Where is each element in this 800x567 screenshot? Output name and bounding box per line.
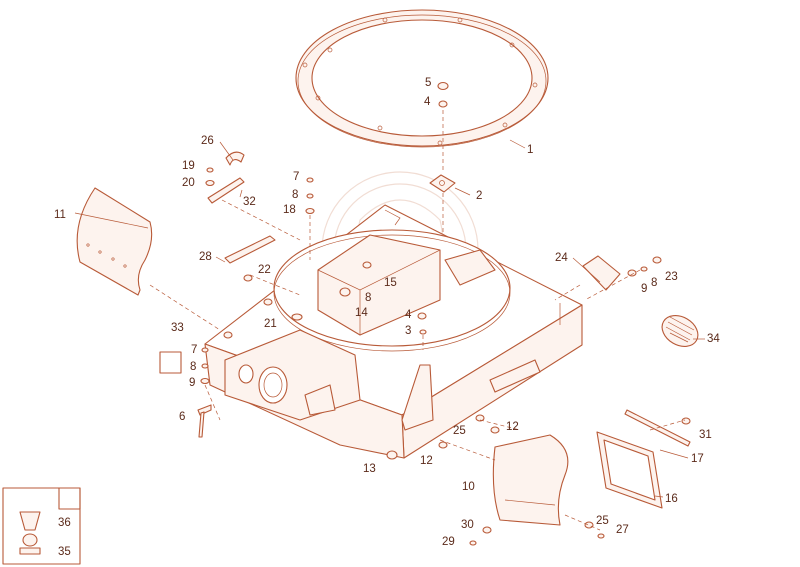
callout-leaders (74, 139, 705, 498)
label-23: 23 (665, 271, 678, 283)
label-3: 3 (405, 325, 411, 337)
part-pin (197, 404, 212, 438)
label-9: 9 (189, 377, 195, 389)
label-12: 12 (420, 455, 433, 467)
label-10: 10 (462, 481, 475, 493)
label-17: 17 (691, 453, 704, 465)
part-long-bar (224, 235, 276, 264)
part-frame-rect (596, 431, 663, 509)
part-chain-plate (207, 177, 245, 204)
label-31: 31 (699, 429, 712, 441)
label-22: 22 (258, 264, 271, 276)
part-grille (661, 315, 699, 347)
label-16: 16 (665, 493, 678, 505)
label-36: 36 (58, 517, 71, 529)
label-7: 7 (191, 344, 197, 356)
label-8: 8 (190, 361, 196, 373)
label-14: 14 (355, 307, 368, 319)
assembly-guides (149, 110, 686, 531)
label-19: 19 (182, 160, 195, 172)
label-28: 28 (199, 251, 212, 263)
label-9: 9 (641, 283, 647, 295)
label-27: 27 (616, 524, 629, 536)
label-35: 35 (58, 546, 71, 558)
part-base-frame (204, 204, 583, 459)
label-6: 6 (179, 411, 185, 423)
part-cap (225, 151, 245, 166)
part-nut-washer-top (437, 81, 449, 108)
callout-labels: 1 2 3 4 4 5 6 7 7 8 8 8 8 9 9 10 11 12 1… (54, 77, 720, 558)
label-21: 21 (264, 318, 277, 330)
label-4: 4 (424, 96, 431, 108)
part-cover-left (76, 187, 153, 296)
part-small-plate (582, 255, 621, 291)
part-ring (295, 9, 549, 148)
label-26: 26 (201, 135, 214, 147)
label-12: 12 (506, 421, 519, 433)
label-32: 32 (243, 196, 256, 208)
label-33: 33 (171, 322, 184, 334)
label-15: 15 (384, 277, 397, 289)
part-cover-front (492, 434, 569, 526)
label-8: 8 (292, 189, 298, 201)
label-11: 11 (54, 209, 66, 221)
label-4: 4 (405, 309, 412, 321)
label-1: 1 (527, 144, 533, 156)
label-8: 8 (365, 292, 371, 304)
label-13: 13 (363, 463, 376, 475)
label-20: 20 (182, 177, 195, 189)
label-7: 7 (293, 171, 299, 183)
label-5: 5 (425, 77, 431, 89)
label-29: 29 (442, 536, 455, 548)
label-8: 8 (651, 277, 657, 289)
inset-square (159, 351, 182, 374)
label-25: 25 (596, 515, 609, 527)
label-24: 24 (555, 252, 568, 264)
label-34: 34 (707, 333, 720, 345)
label-2: 2 (476, 190, 482, 202)
inset-box (2, 487, 81, 565)
label-25: 25 (453, 425, 466, 437)
part-bracket-arm (401, 364, 434, 431)
part-square-plate (429, 174, 456, 193)
label-30: 30 (461, 519, 474, 531)
label-18: 18 (283, 204, 296, 216)
